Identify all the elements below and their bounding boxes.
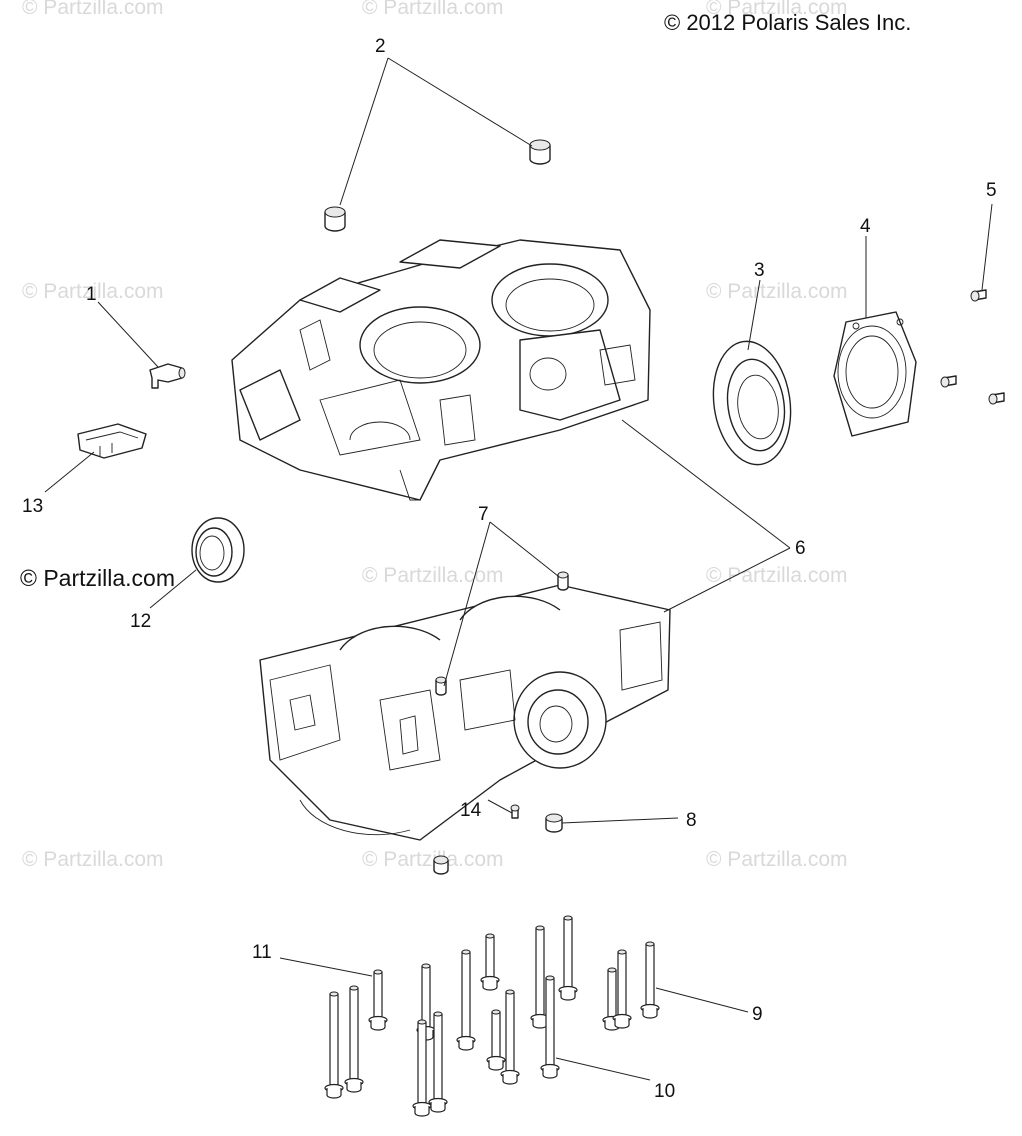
bolt-head [502, 1074, 518, 1085]
callout-13: 13 [22, 496, 43, 517]
bolt-head [614, 1018, 630, 1029]
bolt-shaft [485, 935, 495, 981]
callout-11: 11 [252, 942, 272, 963]
bolt-shaft [417, 1021, 427, 1107]
bolt-shaft [433, 1013, 443, 1103]
watermark: © Partzilla.com [706, 280, 848, 303]
watermark: © Partzilla.com [362, 0, 504, 19]
bolt-tip [535, 925, 545, 931]
bolt-head [488, 1060, 504, 1071]
bolt-shaft [545, 977, 555, 1069]
bolt-head [560, 990, 576, 1001]
bolt-head [532, 1018, 548, 1029]
callout-9: 9 [752, 1004, 763, 1025]
watermark: © Partzilla.com [22, 280, 164, 303]
leader-lines [44, 57, 993, 1081]
watermark-strong: © Partzilla.com [20, 565, 175, 591]
watermark: © Partzilla.com [706, 0, 848, 19]
part-dowel-sleeve [324, 139, 551, 232]
callout-10: 10 [654, 1081, 675, 1102]
bolt-head [642, 1008, 658, 1019]
part-bolt-set [324, 915, 660, 1117]
bolt-tip [421, 963, 431, 969]
watermarks: © Partzilla.com © Partzilla.com © Partzi… [20, 0, 848, 871]
bolt-shaft [505, 991, 515, 1075]
part-lower-crankcase [259, 571, 671, 841]
watermark: © Partzilla.com [22, 0, 164, 19]
bolt-tip [433, 1011, 443, 1017]
callout-6: 6 [795, 538, 806, 559]
bolt-head [542, 1068, 558, 1079]
part-upper-crankcase [231, 239, 651, 501]
callout-3: 3 [754, 260, 765, 281]
part-small-bolt [510, 804, 520, 819]
bolt-tip [563, 915, 573, 921]
bolt-head [370, 1020, 386, 1031]
bolt-shaft [617, 951, 627, 1019]
callout-1: 1 [86, 284, 97, 305]
bolt-tip [373, 969, 383, 975]
callout-4: 4 [860, 216, 871, 237]
bolt-shaft [535, 927, 545, 1019]
bolt-tip [545, 975, 555, 981]
part-seal-plate [712, 340, 792, 466]
bolt-shaft [329, 993, 339, 1089]
bolt-shaft [349, 987, 359, 1083]
bolt-tip [485, 933, 495, 939]
part-oil-seal [191, 517, 245, 583]
callout-5: 5 [986, 180, 997, 201]
copyright-notice: © 2012 Polaris Sales Inc. [664, 10, 911, 35]
bolt-shaft [491, 1011, 501, 1061]
callout-7: 7 [478, 504, 489, 525]
part-sleeve [433, 813, 563, 875]
bolt-head [346, 1082, 362, 1093]
bolt-tip [349, 985, 359, 991]
bolt-head [326, 1088, 342, 1099]
watermark: © Partzilla.com [362, 564, 504, 587]
part-bracket [77, 423, 147, 459]
watermark: © Partzilla.com [362, 848, 504, 871]
watermark: © Partzilla.com [22, 848, 164, 871]
watermark: © Partzilla.com [706, 564, 848, 587]
watermark: © Partzilla.com [706, 848, 848, 871]
callout-12: 12 [130, 611, 151, 632]
bolt-tip [505, 989, 515, 995]
bolt-shaft [563, 917, 573, 991]
callout-labels: 2 1 3 4 5 6 7 8 9 10 11 12 13 14 [22, 36, 997, 1102]
bolt-tip [645, 941, 655, 947]
callout-8: 8 [686, 810, 697, 831]
bolt-shaft [373, 971, 383, 1021]
bolt-head [482, 980, 498, 991]
bolt-shaft [607, 969, 617, 1021]
bolt-tip [607, 967, 617, 973]
bolt-shaft [461, 951, 471, 1041]
bolt-head [414, 1106, 430, 1117]
bolt-tip [491, 1009, 501, 1015]
callout-2: 2 [375, 36, 386, 57]
callout-14: 14 [460, 800, 482, 821]
part-fitting [149, 363, 186, 389]
bolt-tip [417, 1019, 427, 1025]
part-cover [833, 311, 917, 437]
bolt-tip [617, 949, 627, 955]
bolt-shaft [645, 943, 655, 1009]
bolt-head [458, 1040, 474, 1051]
part-screw [940, 289, 1005, 405]
bolt-tip [329, 991, 339, 997]
bolt-head [430, 1102, 446, 1113]
bolt-tip [461, 949, 471, 955]
